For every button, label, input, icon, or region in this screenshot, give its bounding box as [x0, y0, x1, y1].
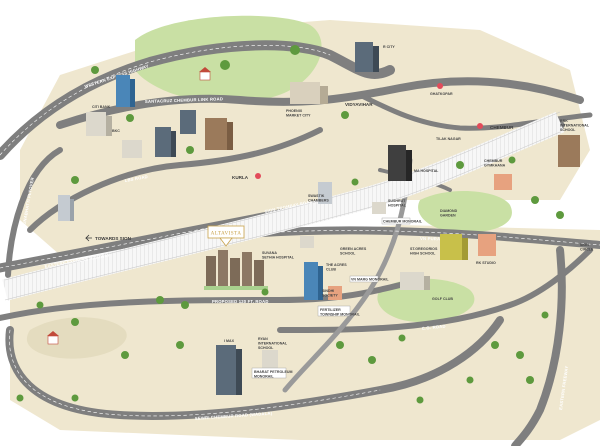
monorail-line — [282, 157, 413, 393]
station-chembur: CHEMBUR — [477, 123, 514, 130]
label-vn-purav-marg: VN PURAV MARG — [420, 236, 458, 242]
svg-text:GOLF CLUB: GOLF CLUB — [432, 297, 453, 301]
svg-text:CHEMBUR: CHEMBUR — [490, 125, 514, 130]
park-east — [418, 190, 512, 233]
trees — [16, 45, 564, 404]
station-kurla: KURLA — [232, 173, 261, 180]
svg-text:RK STUDIO: RK STUDIO — [476, 261, 496, 265]
svg-text:CITI BANK: CITI BANK — [92, 105, 111, 109]
label-sclr: SANTACRUZ CHEMBUR LINK ROAD — [145, 96, 223, 104]
railway-corridor — [2, 111, 565, 301]
building-citi-bank: CITI BANK — [92, 75, 135, 109]
label-sewri-chembur-road: SEWRI CHEMBUR ROAD (WADALA) — [195, 411, 273, 421]
road-bkc-flyover — [5, 147, 63, 278]
road-proposed-120ft — [0, 282, 403, 321]
label-proposed-road: PROPOSED 120 FT. ROAD — [212, 299, 269, 304]
houses — [47, 67, 211, 345]
label-tilak-nagar: TILAK NAGAR — [436, 137, 461, 141]
building-rk-studio: RK STUDIO — [476, 234, 496, 265]
road-eastern-freeway — [511, 246, 566, 446]
building-imax: I MAX — [216, 339, 242, 395]
road-sewri-chembur — [5, 316, 504, 420]
label-lbs-road: LBS ROAD — [124, 174, 148, 183]
project-altavista-logo: ALTAVISTA — [207, 225, 245, 247]
svg-text:KURLA: KURLA — [232, 175, 249, 180]
monorail-vn-marg: VN MARG MONORAIL — [349, 275, 389, 283]
building-bkc: BKC — [86, 110, 233, 158]
svg-text:ALTAVISTA: ALTAVISTA — [211, 231, 242, 237]
svg-text:I MAX: I MAX — [224, 339, 235, 343]
station-ghatkopar: GHATKOPAR — [430, 83, 453, 96]
svg-text:MA HOSPITAL: MA HOSPITAL — [414, 169, 439, 173]
label-towards-sion: TOWARDS SION — [95, 236, 132, 241]
monorail-chembur: CHEMBUR MONORAIL — [381, 217, 423, 225]
svg-text:BKC: BKC — [112, 129, 120, 133]
label-eastern-freeway: EASTERN FREEWAY — [558, 365, 569, 410]
building-lbs-tower — [58, 195, 74, 221]
building-golf-club: GOLF CLUB — [400, 272, 453, 301]
svg-text:R CITY: R CITY — [383, 45, 395, 49]
svg-text:CHEMBUR MONORAIL: CHEMBUR MONORAIL — [383, 220, 423, 224]
svg-text:GHATKOPAR: GHATKOPAR — [430, 92, 453, 96]
svg-text:VN MARG MONORAIL: VN MARG MONORAIL — [351, 278, 389, 282]
label-vidyavihar: VIDYAVIHAR — [345, 102, 373, 107]
arrow-towards-sion — [85, 234, 92, 242]
park-south — [26, 317, 127, 359]
label-cg-road: C.G. ROAD — [422, 324, 446, 331]
building-r-city: R CITY — [355, 42, 395, 72]
building-ma-hospital: MA HOSPITAL — [388, 145, 439, 181]
park-north — [135, 15, 322, 103]
project-altavista-towers — [204, 250, 268, 290]
